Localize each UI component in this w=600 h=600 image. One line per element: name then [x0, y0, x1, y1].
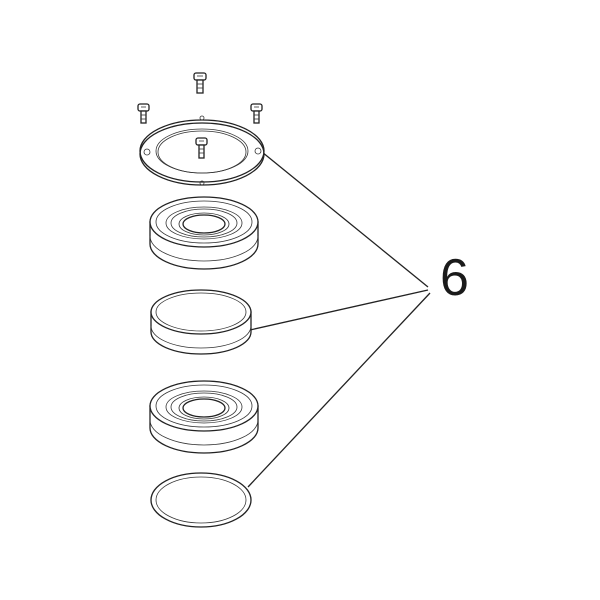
o-ring	[150, 472, 252, 528]
leader-line-o-ring	[247, 292, 431, 488]
screw-left	[137, 103, 150, 124]
screw-top	[193, 72, 207, 94]
screw-right	[250, 103, 263, 124]
leader-line-cover-plate	[261, 151, 429, 288]
leader-lines	[247, 151, 431, 488]
ball-bearing-lower	[149, 380, 259, 454]
callout-number: 6	[440, 249, 469, 307]
ball-bearing-upper	[149, 196, 259, 270]
screw-center	[195, 137, 208, 159]
spacer-ring	[150, 289, 252, 355]
leader-line-spacer-ring	[249, 289, 429, 331]
